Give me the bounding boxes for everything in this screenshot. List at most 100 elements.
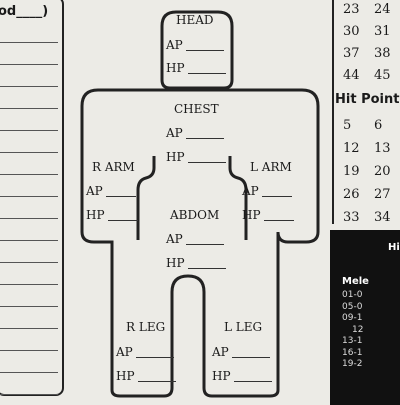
left-panel-rule[interactable] (0, 218, 58, 219)
l-leg-hp-line[interactable] (233, 381, 272, 382)
abdom-hp-field[interactable]: HP (166, 256, 226, 270)
head-hp-line[interactable] (187, 73, 226, 74)
black-panel-row: 16-1 (342, 347, 363, 358)
number-cell: 33 (343, 210, 360, 225)
black-panel-row: 13-1 (342, 336, 363, 346)
left-panel-rule[interactable] (0, 152, 58, 153)
r-leg-label: R LEG (126, 320, 166, 334)
abdom-ap-field[interactable]: AP (166, 232, 224, 246)
left-panel-rule[interactable] (0, 262, 58, 263)
hit-points-heading: Hit Point (335, 92, 400, 107)
right-arm-divider (136, 156, 156, 240)
abdom-label: ABDOM (170, 208, 220, 222)
left-panel-rule[interactable] (0, 42, 58, 43)
left-arm-divider (228, 156, 248, 240)
black-panel-subheading: Mele (342, 276, 369, 287)
l-leg-ap-line[interactable] (231, 357, 270, 358)
black-panel-row: 09-1 (342, 313, 363, 323)
left-panel-rule[interactable] (0, 64, 58, 65)
r-leg-ap-field[interactable]: AP (116, 345, 174, 359)
r-arm-ap-field[interactable]: AP (86, 184, 136, 198)
black-panel-heading: Hi (388, 242, 400, 253)
number-cell: 26 (343, 187, 360, 202)
black-panel-row: 05-0 (342, 301, 363, 312)
r-arm-ap-label: AP (86, 184, 103, 198)
number-cell: 45 (374, 68, 391, 83)
head-ap-line[interactable] (185, 50, 224, 51)
number-cell: 13 (374, 141, 391, 156)
chest-hp-field[interactable]: HP (166, 150, 226, 164)
number-cell: 44 (343, 68, 360, 83)
torso-outline (80, 88, 320, 398)
r-leg-hp-field[interactable]: HP (116, 369, 176, 383)
chest-ap-field[interactable]: AP (166, 126, 224, 140)
abdom-hp-line[interactable] (187, 268, 226, 269)
chest-hp-label: HP (166, 150, 185, 164)
left-panel-rule[interactable] (0, 394, 58, 395)
l-arm-hp-field[interactable]: HP (242, 208, 294, 222)
number-cell: 6 (374, 118, 383, 133)
left-panel-rule[interactable] (0, 86, 58, 87)
r-arm-label: R ARM (92, 160, 135, 174)
r-leg-hp-label: HP (116, 369, 135, 383)
chest-hp-line[interactable] (187, 162, 226, 163)
hit-location-table (330, 230, 400, 405)
left-panel-rule[interactable] (0, 196, 58, 197)
black-panel-row: 12 (352, 324, 364, 335)
left-panel-rule[interactable] (0, 372, 58, 373)
l-arm-ap-line[interactable] (261, 196, 292, 197)
number-cell: 19 (343, 164, 360, 179)
number-cell: 37 (343, 46, 360, 61)
number-cell: 34 (374, 210, 391, 225)
number-cell: 5 (343, 118, 352, 133)
abdom-ap-line[interactable] (185, 244, 224, 245)
number-cell: 27 (374, 187, 391, 202)
r-arm-ap-line[interactable] (105, 196, 136, 197)
r-leg-ap-line[interactable] (135, 357, 174, 358)
head-ap-field[interactable]: AP (166, 38, 224, 52)
chest-label: CHEST (174, 102, 219, 116)
number-cell: 23 (343, 2, 360, 17)
head-outline (160, 10, 234, 90)
number-cell: 20 (374, 164, 391, 179)
left-panel-rule[interactable] (0, 108, 58, 109)
head-ap-label: AP (166, 38, 183, 52)
left-panel-rule[interactable] (0, 350, 58, 351)
l-arm-ap-label: AP (242, 184, 259, 198)
number-cell: 24 (374, 2, 391, 17)
left-panel-rule[interactable] (0, 328, 58, 329)
l-leg-hp-field[interactable]: HP (212, 369, 272, 383)
black-panel-row: 19-2 (342, 359, 363, 369)
r-arm-hp-line[interactable] (107, 220, 138, 221)
l-leg-hp-label: HP (212, 369, 231, 383)
chest-ap-label: AP (166, 126, 183, 140)
number-cell: 38 (374, 46, 391, 61)
right-number-panel (332, 0, 400, 224)
l-arm-label: L ARM (250, 160, 292, 174)
r-arm-hp-label: HP (86, 208, 105, 222)
l-arm-hp-label: HP (242, 208, 261, 222)
r-leg-hp-line[interactable] (137, 381, 176, 382)
left-panel-rule[interactable] (0, 130, 58, 131)
head-label: HEAD (176, 13, 214, 27)
left-record-panel (0, 0, 64, 396)
chest-ap-line[interactable] (185, 138, 224, 139)
left-panel-rule[interactable] (0, 284, 58, 285)
number-cell: 30 (343, 24, 360, 39)
left-panel-rule[interactable] (0, 240, 58, 241)
left-panel-title: od____) (0, 4, 49, 19)
r-arm-hp-field[interactable]: HP (86, 208, 138, 222)
l-leg-ap-field[interactable]: AP (212, 345, 270, 359)
left-panel-rule[interactable] (0, 174, 58, 175)
abdom-hp-label: HP (166, 256, 185, 270)
head-hp-field[interactable]: HP (166, 61, 226, 75)
number-cell: 12 (343, 141, 360, 156)
l-arm-ap-field[interactable]: AP (242, 184, 292, 198)
abdom-ap-label: AP (166, 232, 183, 246)
left-panel-rule[interactable] (0, 306, 58, 307)
number-cell: 31 (374, 24, 391, 39)
l-leg-label: L LEG (224, 320, 263, 334)
l-arm-hp-line[interactable] (263, 220, 294, 221)
black-panel-row: 01-0 (342, 290, 363, 300)
